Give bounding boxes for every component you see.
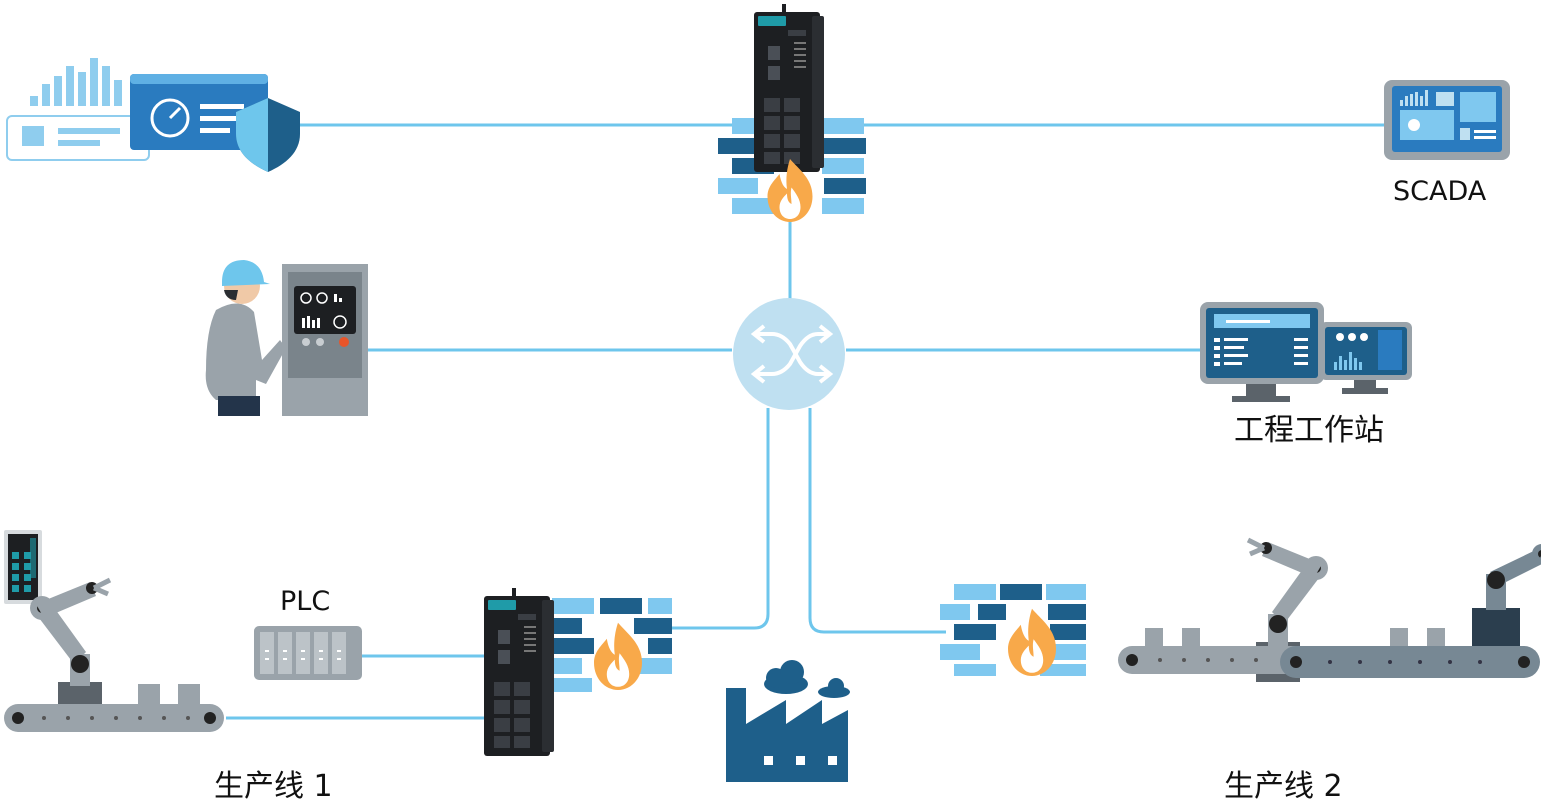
network-switch-icon [733,298,845,410]
engineering-workstation-icon [1200,302,1412,402]
conveyor-belt-icon [1118,628,1540,678]
production-line-1-label: 生产线 1 [214,769,333,802]
link-switch-to-firewall-right [808,408,946,634]
engineering-workstation-label: 工程工作站 [1234,413,1384,448]
cloud-icon [764,660,850,698]
brick-wall-fire-icon [940,584,1086,676]
hmi-panel-icon [282,264,368,416]
industrial-firewall-device-icon [484,588,554,756]
operator-icon [205,260,286,416]
shield-icon [236,98,300,172]
security-dashboard-icon [6,58,268,161]
ethernet-switch-icon [4,530,42,604]
conveyor-belt-icon [4,684,224,732]
network-links [226,123,1384,720]
plc-label: PLC [280,586,330,617]
industrial-firewall-device-icon [754,4,824,172]
production-line-2-label: 生产线 2 [1224,769,1343,802]
link-switch-to-firewall-left [672,408,770,630]
brick-wall-fire-icon [552,598,672,692]
robot-arm-icon [1472,544,1541,648]
robot-arm-icon [30,580,110,722]
plc-icon [254,626,362,680]
scada-label: SCADA [1393,176,1487,207]
factory-icon [726,688,848,782]
scada-monitor-icon [1384,80,1510,160]
